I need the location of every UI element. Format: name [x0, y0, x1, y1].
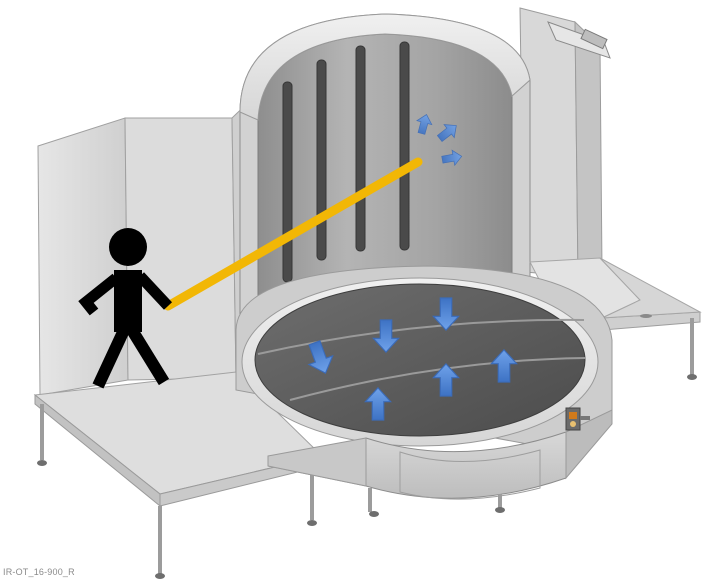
drum-slot: [283, 82, 292, 282]
drum-slot: [356, 46, 365, 251]
rear-tower: [520, 8, 610, 276]
image-code-label: IR-OT_16-900_R: [3, 567, 75, 577]
drum-slot: [400, 42, 409, 250]
rotating-floor: [255, 284, 585, 436]
drum-slot: [317, 60, 326, 260]
